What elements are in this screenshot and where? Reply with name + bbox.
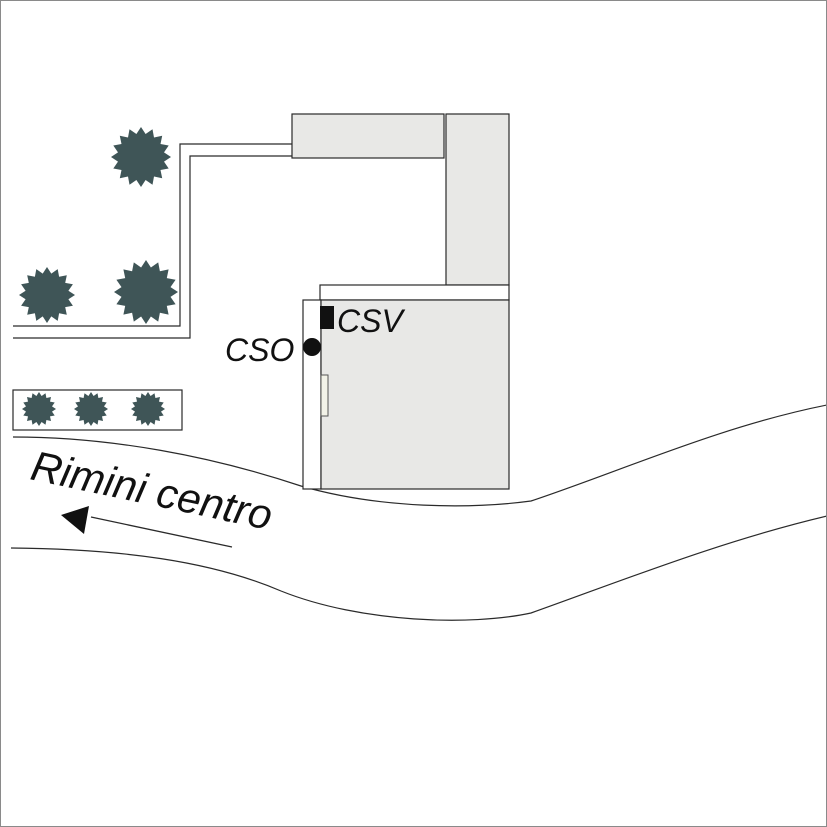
csv-label: CSV (337, 303, 405, 339)
tree-icon (74, 392, 108, 426)
tree-icon (114, 260, 178, 324)
building-strip (302, 299, 322, 490)
tree-icon (22, 392, 56, 426)
tree-icon (111, 127, 171, 187)
building-main (320, 299, 510, 490)
csv-marker (320, 306, 334, 329)
walkway (13, 143, 292, 339)
walkway-outer-edge (13, 155, 292, 339)
building-top-left (291, 113, 445, 159)
direction-label: Rimini centro (27, 442, 276, 539)
arrow-left-icon (61, 506, 89, 534)
direction-arrow (61, 506, 233, 548)
arrow-shaft-icon (90, 516, 233, 548)
buildings (291, 113, 510, 490)
building-top-right (445, 113, 510, 286)
building-door (320, 374, 329, 417)
tree-icon (131, 392, 165, 426)
tree-icon (19, 267, 75, 323)
trees (19, 127, 178, 426)
walkway-inner-edge (13, 143, 292, 327)
road-upper-edge (12, 404, 826, 507)
road (10, 404, 826, 621)
road-lower-edge (10, 515, 826, 621)
building-connector (319, 284, 510, 301)
cso-marker (303, 338, 321, 356)
cso-label: CSO (225, 332, 294, 368)
